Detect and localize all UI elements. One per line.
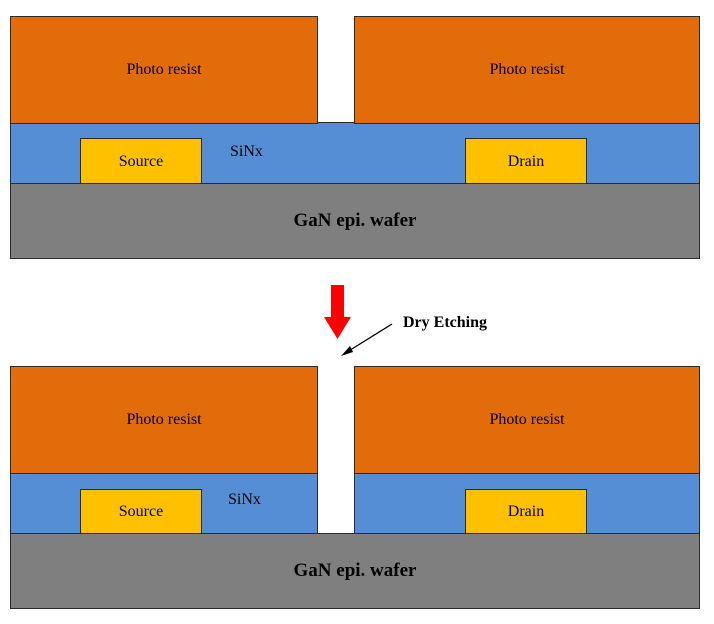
gan-wafer: GaN epi. wafer (10, 533, 700, 609)
pointer-arrow-icon (341, 323, 393, 356)
photo-resist-right: Photo resist (354, 16, 700, 124)
dry-etching-label: Dry Etching (403, 314, 487, 331)
photo-resist-right: Photo resist (354, 366, 700, 474)
drain-electrode: Drain (465, 138, 587, 185)
gan-wafer: GaN epi. wafer (10, 183, 700, 259)
sinx-label: SiNx (228, 491, 261, 508)
drain-electrode: Drain (465, 489, 587, 535)
sinx-label: SiNx (230, 143, 263, 160)
down-arrow-icon (324, 285, 351, 339)
photo-resist-left: Photo resist (10, 16, 318, 124)
source-electrode: Source (80, 489, 202, 535)
photo-resist-left: Photo resist (10, 366, 318, 474)
